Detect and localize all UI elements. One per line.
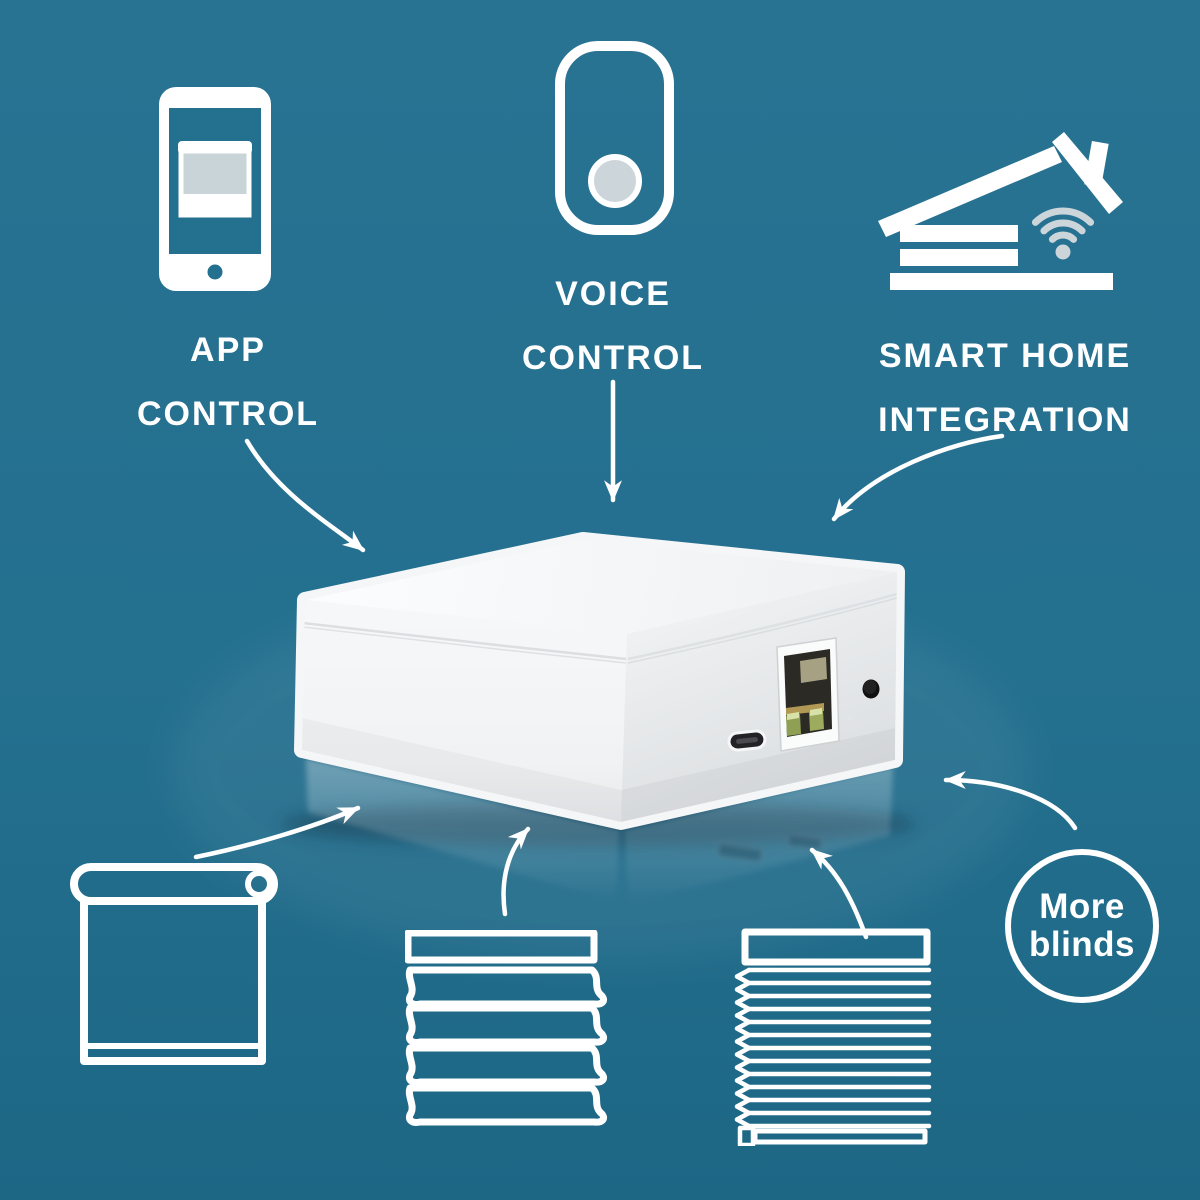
device-right-face (621, 572, 897, 822)
label-line: SMART HOME (878, 337, 1132, 375)
voice-control-label: VOICE CONTROL (522, 262, 704, 390)
cellular-blind-icon (734, 928, 932, 1146)
arrow-smarthome-to-device (831, 433, 1005, 522)
arrow-roman-to-device (501, 826, 531, 917)
roman-blind-icon (405, 930, 608, 1126)
roller-blind-icon (70, 863, 278, 1065)
wifi-icon (1031, 207, 1095, 243)
smart-home-integration-label: SMART HOME INTEGRATION (878, 324, 1132, 452)
device-top-face (305, 540, 897, 634)
arrow-cellular-to-device (809, 847, 869, 940)
label-line: CONTROL (521, 339, 705, 377)
label-line: CONTROL (136, 395, 320, 433)
arrows (193, 379, 1078, 940)
smart-home-wifi-icon (878, 132, 1123, 290)
device-left-face (302, 600, 627, 822)
label-line: VOICE (555, 275, 671, 313)
badge-line: More (1039, 887, 1125, 926)
smartphone-app-blind-icon (159, 87, 271, 291)
device-reflection (306, 758, 893, 904)
reset-button (862, 679, 880, 699)
ethernet-port (776, 637, 840, 752)
badge-line: blinds (1028, 925, 1136, 964)
arrow-app-to-device (244, 438, 366, 553)
arrow-badge-to-device (943, 771, 1078, 831)
app-control-label: APP CONTROL (137, 318, 319, 446)
arrow-roller-to-device (193, 805, 361, 860)
label-line: INTEGRATION (878, 401, 1132, 439)
status-led (847, 715, 853, 721)
more-blinds-badge: More blinds (1005, 849, 1159, 1003)
voice-assistant-icon (555, 41, 674, 235)
label-line: APP (190, 331, 266, 369)
usb-c-port (727, 729, 767, 752)
phone-home-button (207, 264, 223, 280)
hub-device-photo (280, 532, 916, 904)
